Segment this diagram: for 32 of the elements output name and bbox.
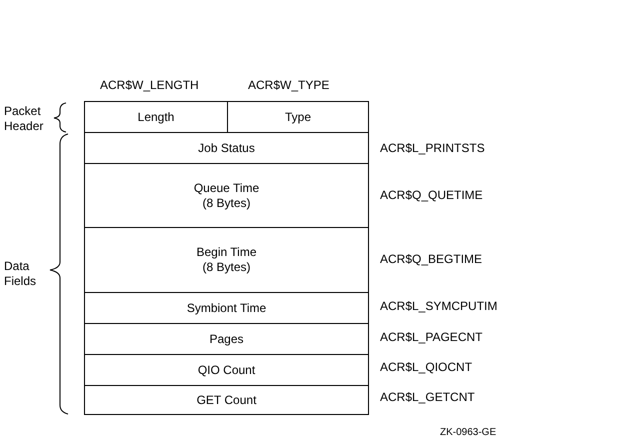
field-description: (8 Bytes)	[202, 260, 250, 275]
field-description: QIO Count	[198, 362, 256, 378]
field-symbol-name: ACR$L_GETCNT	[380, 390, 475, 405]
field-symbol-name: ACR$L_SYMCPUTIM	[380, 299, 498, 314]
record-field-box	[84, 292, 369, 324]
record-field-box	[84, 354, 369, 386]
field-description: GET Count	[196, 392, 256, 408]
record-field-box	[227, 101, 369, 133]
field-symbol-name: ACR$W_TYPE	[248, 78, 330, 93]
field-description: Job Status	[198, 140, 255, 156]
field-symbol-name: ACR$Q_QUETIME	[380, 188, 483, 203]
field-description: Symbiont Time	[186, 300, 266, 316]
field-description: Type	[284, 110, 311, 124]
record-field-box	[84, 101, 228, 133]
field-description: Begin Time	[196, 245, 257, 260]
field-symbol-name: ACR$Q_BEGTIME	[380, 252, 482, 267]
field-symbol-name: ACR$L_PRINTSTS	[380, 141, 485, 156]
field-description: (8 Bytes)	[202, 196, 250, 210]
field-description: Length	[138, 110, 174, 124]
figure-id: ZK-0963-GE	[440, 426, 496, 440]
field-description: Queue Time	[194, 180, 260, 196]
field-symbol-name: ACR$L_PAGECNT	[380, 330, 482, 345]
bracket-label: Packet Header	[4, 104, 44, 134]
record-field-box	[84, 227, 369, 293]
record-field-box	[84, 132, 369, 164]
record-field-box	[84, 323, 369, 355]
bracket-label: Data Fields	[4, 259, 38, 289]
field-description: Pages	[209, 332, 244, 346]
record-field-box	[84, 163, 369, 228]
record-field-box	[84, 385, 369, 415]
field-symbol-name: ACR$W_LENGTH	[100, 78, 199, 93]
field-symbol-name: ACR$L_QIOCNT	[380, 360, 472, 375]
